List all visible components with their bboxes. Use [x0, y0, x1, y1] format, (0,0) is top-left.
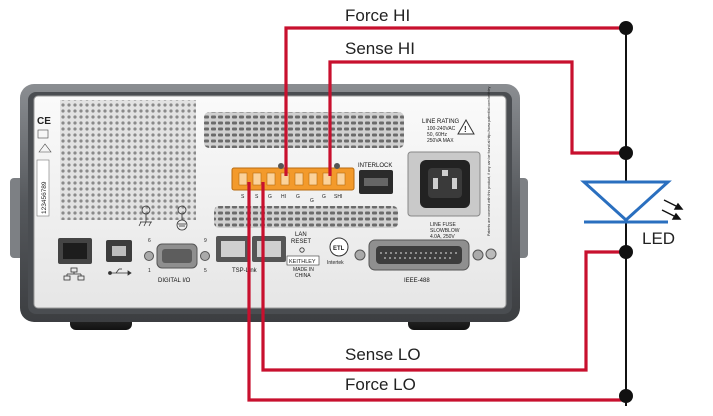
ce-mark: CE: [37, 116, 51, 127]
line-rating-line-2: 50, 60Hz: [427, 132, 448, 138]
node-force-lo: [619, 389, 633, 403]
vent-grille-middle: [214, 206, 398, 228]
dio-pin-6: 6: [148, 238, 151, 244]
intertek-label: Intertek: [327, 260, 344, 266]
line-fuse-label-3: 4.0A, 250V: [430, 234, 455, 240]
made-in-label-2: CHINA: [295, 273, 311, 279]
keithley-badge: [286, 255, 320, 266]
led-triangle: [580, 180, 672, 223]
gpib-screw-right: [472, 249, 484, 261]
terminal-pin-label: S: [255, 194, 259, 200]
fuse-holder[interactable]: [485, 248, 497, 260]
network-icon: [63, 267, 85, 281]
lan-reset-label-2: RESET: [291, 239, 311, 245]
protective-ground-icon: [176, 205, 188, 231]
keithley-label: KEITHLEY: [289, 259, 316, 265]
chassis-ground-icon: [138, 205, 152, 227]
interlock-label: INTERLOCK: [358, 163, 392, 169]
line-fuse-label-1: LINE FUSE: [430, 222, 457, 228]
terminal-pin-label: G: [322, 194, 326, 200]
line-rating-line-3: 250VA MAX: [427, 138, 454, 144]
terminal-pin-label: G: [310, 198, 314, 204]
etl-listed-mark: [329, 237, 349, 257]
node-sense-hi: [619, 146, 633, 160]
serial-label-box: [36, 159, 50, 217]
line-rating-line-1: 100-240VAC: [427, 126, 456, 132]
lan-reset-label-1: LAN: [295, 232, 307, 238]
sense-lo-label: Sense LO: [345, 345, 421, 364]
made-in-label-1: MADE IN: [293, 267, 314, 273]
force-hi-wire: [284, 26, 626, 176]
usb-icon: [108, 268, 132, 276]
warning-triangle-icon: [457, 118, 475, 135]
dio-pin-1: 1: [148, 268, 151, 274]
ieee-488-label: IEEE-488: [404, 278, 430, 284]
vent-grille-left: [60, 100, 196, 220]
wiring: [247, 26, 626, 402]
dio-pin-5: 5: [204, 268, 207, 274]
dio-screw-left: [144, 251, 154, 261]
dio-pin-9: 9: [204, 238, 207, 244]
force-hi-label: Force HI: [345, 6, 410, 25]
force-lo-wire: [247, 182, 626, 402]
terminal-pin-label: G: [296, 194, 300, 200]
instrument-rear-panel: CE 123456789 LINE RATING 100-240VAC 50, …: [10, 84, 528, 330]
svg-text:!: !: [464, 125, 467, 134]
sense-lo-wire: [261, 182, 626, 372]
line-rating-title: LINE RATING: [422, 119, 460, 125]
vent-grille-top: [204, 112, 404, 148]
sense-hi-label: Sense HI: [345, 39, 415, 58]
serial-number: 123456789: [41, 181, 48, 214]
lan-reset-button[interactable]: [299, 247, 305, 253]
light-emission-arrows-icon: [661, 199, 684, 220]
tsp-link-label: TSP-Link: [232, 268, 258, 274]
terminal-pin-label: S: [241, 194, 245, 200]
terminal-pin-label: SHI: [334, 194, 342, 200]
node-sense-lo: [619, 245, 633, 259]
line-fuse-label-2: SLOWBLOW: [430, 228, 460, 234]
patent-notice: Patents are covered with this product, i…: [487, 86, 491, 236]
sense-hi-wire: [328, 60, 626, 176]
led-label: LED: [642, 229, 675, 248]
led-symbol: [580, 180, 684, 224]
terminal-pin-label: HI: [281, 194, 286, 200]
svg-text:ETL: ETL: [333, 246, 345, 252]
node-force-hi: [619, 21, 633, 35]
terminal-screws: [238, 172, 346, 186]
gpib-screw-left: [354, 249, 366, 261]
force-lo-label: Force LO: [345, 375, 416, 394]
dio-screw-right: [200, 251, 210, 261]
terminal-pin-labels: S S G HI G G G SHI: [241, 194, 342, 204]
terminal-pin-label: G: [268, 194, 272, 200]
digital-io-label: DIGITAL I/O: [158, 278, 191, 284]
